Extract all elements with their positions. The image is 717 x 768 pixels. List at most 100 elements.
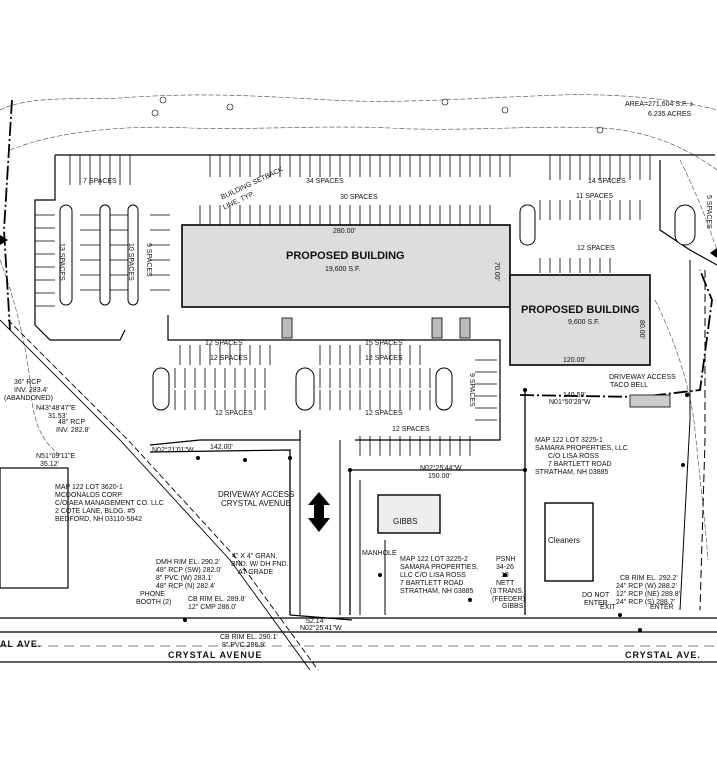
gran-l1: 4" X 4" GRAN. bbox=[232, 553, 278, 560]
parking-top-mid: 34 SPACES bbox=[306, 178, 344, 185]
s1-l5: STRATHAM, NH 03885 bbox=[535, 469, 609, 476]
taco-bell-sign bbox=[629, 394, 671, 408]
gibbs-building bbox=[377, 494, 441, 534]
secondary-depth-dim: 80.00' bbox=[638, 320, 645, 339]
proposed-building-main bbox=[181, 224, 511, 308]
s1-l2: SAMARA PROPERTIES, LLC bbox=[535, 445, 628, 452]
tree-symbols bbox=[151, 96, 604, 134]
parking-col-9: 9 SPACES bbox=[145, 243, 152, 277]
dim-142: 142.00' bbox=[210, 444, 233, 451]
rcp1-inv: INV. 283.4' bbox=[14, 387, 48, 394]
dim-150: 150.00' bbox=[428, 473, 451, 480]
mcdonalds-building bbox=[0, 467, 69, 589]
cb1-l1: CB RIM EL. 289.8' bbox=[188, 596, 246, 603]
phone-l2: BOOTH (2) bbox=[136, 599, 172, 606]
bearing-b5: N43°48'47"E bbox=[36, 405, 76, 412]
s2-l1: MAP 122 LOT 3225-2 bbox=[400, 556, 468, 563]
mcd-l5: BEDFORD, NH 03110-5842 bbox=[55, 516, 143, 523]
bearing-b5-len: 31.53' bbox=[48, 413, 67, 420]
bearing-b2: N02°25'44"W bbox=[420, 465, 462, 472]
proposed-building-secondary bbox=[509, 274, 651, 366]
manhole-label: MANHOLE bbox=[362, 550, 397, 557]
phone-l1: PHONE bbox=[140, 591, 165, 598]
parking-mid-12b: 12 SPACES bbox=[210, 355, 248, 362]
bearing-b1: N02°21'01"W bbox=[152, 447, 194, 454]
parking-right-col-9: 9 SPACES bbox=[468, 373, 475, 407]
cb2-l2: 8" PVC 286.9' bbox=[222, 642, 266, 649]
dmh-l2: 48" RCP (SW) 282.0' bbox=[156, 567, 222, 574]
bearing-b6-len: 35.12' bbox=[40, 461, 59, 468]
road-label-right: CRYSTAL AVE. bbox=[625, 650, 701, 660]
parking-right-11: 11 SPACES bbox=[576, 193, 614, 200]
cb3-l4: 24" RCP (S) 288.7' bbox=[616, 599, 675, 606]
s2-l4: 7 BARTLETT ROAD bbox=[400, 580, 464, 587]
gibbs-sign: GIBBS bbox=[502, 603, 524, 610]
dne-l1: DO NOT bbox=[582, 592, 610, 599]
east-road bbox=[679, 260, 706, 611]
taco-access-1: DRIVEWAY ACCESS bbox=[609, 374, 676, 381]
two-way-arrow-icon bbox=[308, 492, 330, 532]
parking-col-13: 13 SPACES bbox=[58, 243, 65, 281]
s2-l2: SAMARA PROPERTIES, bbox=[400, 564, 479, 571]
crystal-avenue bbox=[0, 617, 717, 663]
utility-symbols bbox=[183, 388, 689, 632]
secondary-building-area: 9,600 S.F. bbox=[568, 319, 600, 326]
crystal-access-2: CRYSTAL AVENUE bbox=[221, 499, 291, 508]
cb3-l1: CB RIM EL. 292.2' bbox=[620, 575, 678, 582]
enter-label: ENTER bbox=[650, 604, 674, 611]
topo-contours bbox=[0, 94, 717, 561]
dmh-l4: 48" RCP (N) 282.4' bbox=[156, 583, 216, 590]
secondary-building-name: PROPOSED BUILDING bbox=[521, 304, 640, 316]
road-label-mid: CRYSTAL AVENUE bbox=[168, 650, 263, 660]
main-building-name: PROPOSED BUILDING bbox=[286, 250, 405, 262]
dne-l2: ENTER bbox=[584, 600, 608, 607]
parking-right-12: 12 SPACES bbox=[577, 245, 615, 252]
psnh-l1: PSNH bbox=[496, 556, 516, 563]
dmh-l1: DMH RIM EL. 290.2' bbox=[156, 559, 220, 566]
psnh-l4: NETT bbox=[496, 580, 515, 587]
parking-stalls bbox=[35, 155, 651, 456]
drainage-line bbox=[0, 319, 319, 671]
driveway-edges bbox=[299, 440, 386, 615]
main-depth-dim: 70.00' bbox=[493, 262, 500, 281]
parking-lot-outline bbox=[34, 154, 717, 446]
north-arrow-right bbox=[710, 248, 717, 258]
parking-top-right: 14 SPACES bbox=[588, 178, 626, 185]
psnh-l2: 34-26 bbox=[496, 564, 514, 571]
parking-row-30: 30 SPACES bbox=[340, 194, 378, 201]
crystal-access-1: DRIVEWAY ACCESS bbox=[218, 490, 295, 499]
gran-l3: AT GRADE bbox=[238, 569, 274, 576]
main-width-dim: 280.00' bbox=[333, 228, 356, 235]
rcp1-label: 36" RCP bbox=[14, 379, 41, 386]
secondary-width-dim: 120.00' bbox=[563, 357, 586, 364]
exit-label: EXIT bbox=[600, 604, 616, 611]
parking-mid-12c: 12 SPACES bbox=[365, 355, 403, 362]
psnh-l5: (3 TRANS.) bbox=[490, 588, 527, 595]
site-area-line2: 6.235 ACRES bbox=[648, 111, 692, 118]
cleaners-label: Cleaners bbox=[548, 536, 581, 545]
rcp2-label: 48" RCP bbox=[58, 419, 85, 426]
landscape-islands bbox=[59, 204, 696, 411]
s2-l5: STRATHAM, NH 03885 bbox=[400, 588, 474, 595]
mcd-l4: 2 COTE LANE, BLDG. #5 bbox=[55, 508, 136, 515]
site-area-line1: AREA=271,604 S.F. ± bbox=[625, 101, 694, 108]
mcd-l2: MCDONALDS CORP. bbox=[55, 492, 123, 499]
parking-low-12b: 12 SPACES bbox=[365, 410, 403, 417]
gran-l2: BND. W/ DH FND. bbox=[231, 561, 289, 568]
parking-col-10: 10 SPACES bbox=[127, 243, 134, 281]
rcp2-inv: INV. 282.8' bbox=[56, 427, 90, 434]
ada-ramps bbox=[281, 317, 471, 339]
parking-mid-15: 15 SPACES bbox=[365, 340, 403, 347]
taco-bell-label: TACO BELL bbox=[610, 382, 648, 389]
psnh-l6: (FEEDER) bbox=[492, 596, 526, 603]
cb3-l2: 24" RCP (W) 288.2' bbox=[616, 583, 677, 590]
cb3-l3: 12" RCP (NE) 289.8' bbox=[616, 591, 680, 598]
dim-140: 140.59' bbox=[563, 392, 586, 399]
property-line bbox=[3, 99, 713, 398]
cb2-l1: CB RIM EL. 290.1' bbox=[220, 634, 278, 641]
north-arrow-left bbox=[0, 235, 8, 245]
mcd-l1: MAP 122 LOT 3620-1 bbox=[55, 484, 123, 491]
bearing-b3: N01°50'29"W bbox=[549, 399, 591, 406]
s1-l4: 7 BARTLETT ROAD bbox=[548, 461, 612, 468]
